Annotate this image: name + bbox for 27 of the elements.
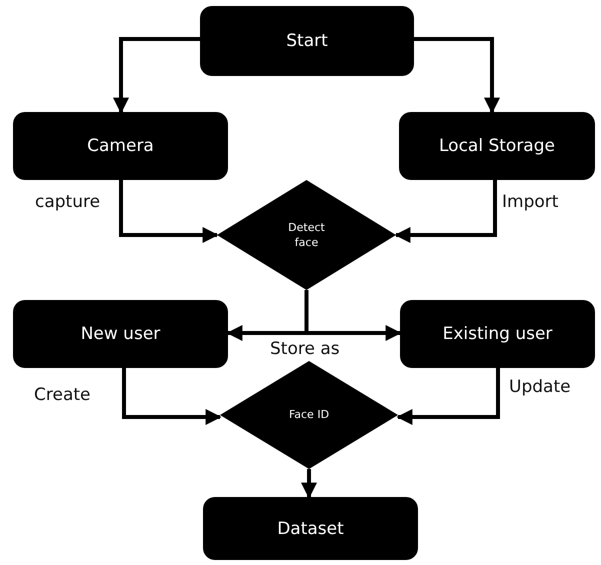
- process-box: [13, 300, 228, 368]
- process-box: [203, 497, 418, 560]
- process-box: [399, 112, 595, 180]
- node-label: New user: [80, 324, 160, 344]
- edge-label: capture: [35, 193, 100, 212]
- process-box: [200, 6, 414, 76]
- node-label: Start: [286, 31, 328, 51]
- arrow: [122, 368, 222, 425]
- arrow: [394, 180, 497, 243]
- edge-label: Update: [509, 378, 571, 397]
- arrow: [414, 37, 500, 114]
- process-box: [13, 112, 228, 180]
- arrow: [113, 37, 200, 114]
- decision-diamond: [220, 361, 398, 469]
- node-label: Detect face: [287, 220, 326, 250]
- arrow: [301, 469, 317, 499]
- node-label: Face ID: [288, 407, 330, 423]
- node-label: Existing user: [442, 324, 552, 344]
- process-box: [400, 300, 595, 368]
- arrow: [119, 180, 219, 243]
- node-label: Dataset: [277, 518, 344, 538]
- arrow: [396, 368, 500, 425]
- node-label: Camera: [87, 136, 154, 156]
- text-label: Store as: [270, 340, 340, 359]
- edge-label: Import: [502, 193, 558, 212]
- decision-diamond: [217, 180, 396, 290]
- node-label: Local Storage: [439, 136, 555, 156]
